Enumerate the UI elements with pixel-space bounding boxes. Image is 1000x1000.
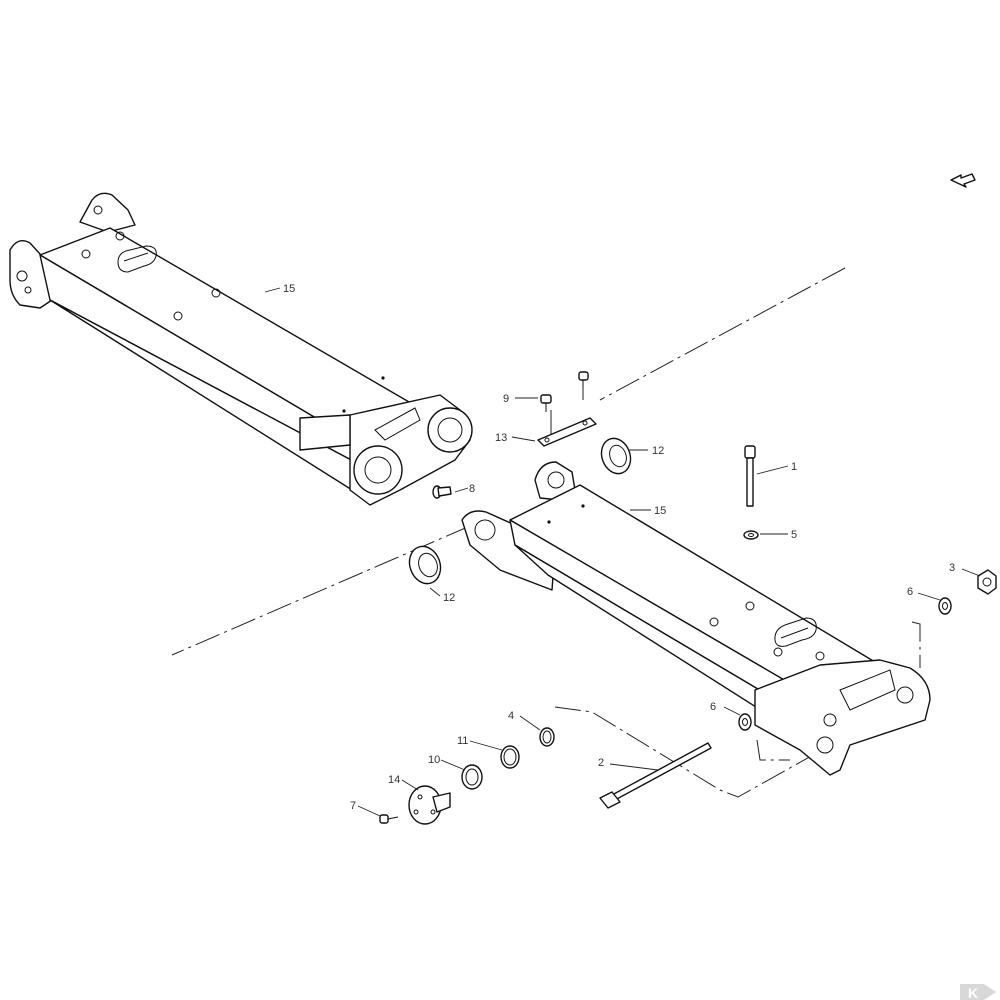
label-bolt-small-top: 9 <box>503 393 509 405</box>
label-ring-11: 11 <box>457 735 468 747</box>
brand-logo: K <box>960 984 996 1000</box>
circlip <box>539 727 555 747</box>
part-labels: 15 13 9 12 1 15 8 5 12 3 6 4 6 11 10 2 1… <box>283 283 955 812</box>
label-long-bolt: 2 <box>598 757 604 769</box>
leader-lines <box>264 287 981 817</box>
long-bolt <box>599 742 712 809</box>
label-plate: 13 <box>495 432 507 444</box>
label-pin-small: 8 <box>469 483 475 495</box>
label-circlip: 4 <box>508 710 514 722</box>
ring-11 <box>500 745 520 769</box>
label-washer-right: 6 <box>907 586 913 598</box>
washer-vertical <box>743 530 759 540</box>
bearing-top <box>600 437 632 475</box>
ring-10 <box>461 764 483 790</box>
screw-small <box>379 814 399 824</box>
label-bearing-bottom: 12 <box>443 592 455 604</box>
label-beam-left: 15 <box>283 283 295 295</box>
plate <box>537 417 597 447</box>
bearing-bottom <box>408 545 442 585</box>
pin-small <box>432 485 452 499</box>
orientation-arrow-icon <box>950 173 976 188</box>
label-nut: 3 <box>949 562 955 574</box>
beam-left <box>9 192 473 506</box>
flanged-pin <box>408 785 451 825</box>
bolt-long-vertical <box>744 445 756 507</box>
bolt-small-top <box>540 394 552 412</box>
label-bearing-top: 12 <box>652 445 664 457</box>
brand-logo-text: K <box>968 985 978 1000</box>
label-flanged-pin: 14 <box>388 774 400 786</box>
label-washer-vertical: 5 <box>791 529 797 541</box>
beam-right <box>461 461 931 776</box>
label-screw-small: 7 <box>350 800 356 812</box>
label-ring-10: 10 <box>428 754 440 766</box>
washer-right <box>938 597 952 615</box>
label-washer-mid: 6 <box>710 701 716 713</box>
washer-mid <box>738 713 752 731</box>
bolt-small-top-2 <box>578 371 589 388</box>
label-bolt-long-vertical: 1 <box>791 461 797 473</box>
nut <box>977 569 997 595</box>
label-beam-right: 15 <box>654 505 666 517</box>
